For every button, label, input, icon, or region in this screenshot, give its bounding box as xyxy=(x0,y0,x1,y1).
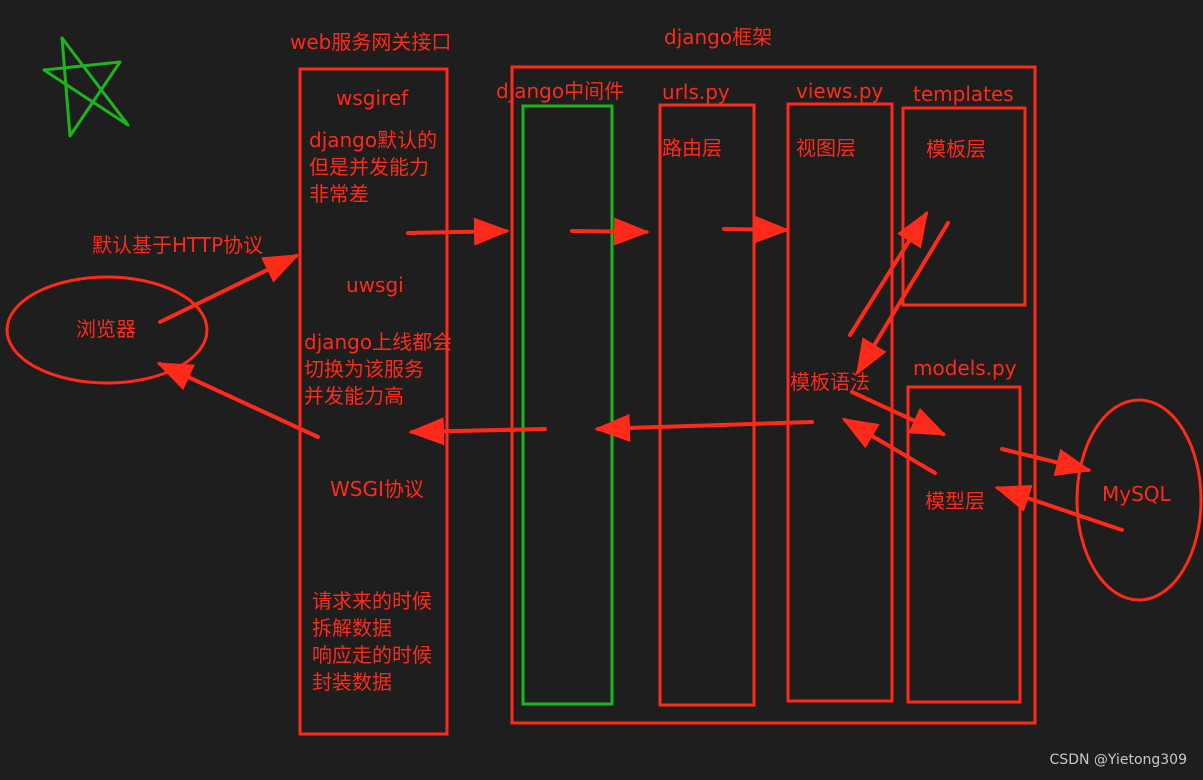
model-layer-label: 模型层 xyxy=(925,489,985,513)
mysql-ellipse xyxy=(1075,398,1203,602)
http-protocol-label: 默认基于HTTP协议 xyxy=(92,233,264,257)
wsgi-note: 请求来的时候 拆解数据 响应走的时候 封装数据 xyxy=(312,588,432,696)
templates-label: templates xyxy=(913,82,1014,106)
template-syntax-label: 模板语法 xyxy=(790,370,870,394)
wsgiref-label: wsgiref xyxy=(336,86,409,110)
view-layer-label: 视图层 xyxy=(796,136,856,160)
arrow-templates-to-views xyxy=(855,221,950,376)
views-box xyxy=(786,102,894,703)
note-line: 并发能力高 xyxy=(304,384,404,408)
wsgi-protocol-label: WSGI协议 xyxy=(330,477,424,501)
arrow-views-to-templates xyxy=(848,210,929,337)
arrow-gateway-to-middleware xyxy=(406,217,510,246)
arrow-mysql-to-models xyxy=(994,485,1124,532)
routing-layer-label: 路由层 xyxy=(662,136,722,160)
models-label: models.py xyxy=(913,356,1017,380)
wsgiref-note: django默认的 但是并发能力 非常差 xyxy=(309,127,437,208)
star-icon xyxy=(42,36,130,138)
arrow-views-to-middleware xyxy=(594,413,814,442)
note-line: django上线都会 xyxy=(304,330,453,354)
middleware-box xyxy=(521,104,614,706)
browser-ellipse xyxy=(5,275,209,385)
arrow-urls-to-views xyxy=(722,215,790,244)
gateway-title: web服务网关接口 xyxy=(290,30,452,54)
note-line: 切换为该服务 xyxy=(304,357,424,381)
templates-box xyxy=(901,106,1027,307)
uwsgi-label: uwsgi xyxy=(346,273,404,297)
views-label: views.py xyxy=(796,79,884,103)
arrow-browser-to-gateway xyxy=(158,254,300,324)
note-line: 拆解数据 xyxy=(312,616,392,640)
note-line: 请求来的时候 xyxy=(312,589,432,613)
note-line: 封装数据 xyxy=(312,670,392,694)
note-line: django默认的 xyxy=(309,128,438,152)
models-box xyxy=(906,385,1022,704)
arrow-models-to-mysql xyxy=(1000,447,1092,477)
arrow-models-to-views xyxy=(841,417,937,475)
note-line: 响应走的时候 xyxy=(312,643,432,667)
uwsgi-note: django上线都会 切换为该服务 并发能力高 xyxy=(304,329,452,410)
watermark: CSDN @Yietong309 xyxy=(1049,752,1187,768)
arrow-gateway-to-browser xyxy=(156,362,320,439)
middleware-label: django中间件 xyxy=(496,79,625,103)
urls-box xyxy=(658,103,756,707)
urls-label: urls.py xyxy=(662,80,730,104)
mysql-label: MySQL xyxy=(1102,482,1171,506)
arrow-middleware-to-urls xyxy=(570,217,650,246)
note-line: 非常差 xyxy=(309,182,369,206)
gateway-box xyxy=(298,67,449,736)
framework-title: django框架 xyxy=(664,25,773,49)
arrow-views-to-models xyxy=(850,390,947,436)
browser-label: 浏览器 xyxy=(76,317,136,341)
arrow-middleware-to-gateway xyxy=(408,417,547,446)
framework-box xyxy=(510,65,1037,725)
template-layer-label: 模板层 xyxy=(926,137,986,161)
note-line: 但是并发能力 xyxy=(309,155,429,179)
